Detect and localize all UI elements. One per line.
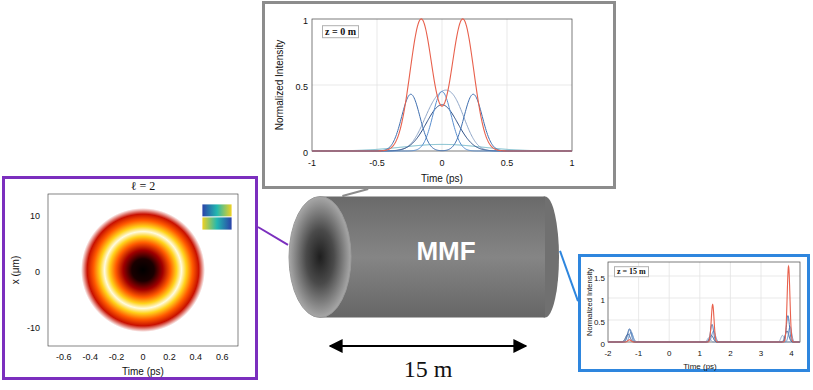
axis-label: -0.2 xyxy=(109,352,125,362)
pulse-curve xyxy=(312,105,572,151)
axis-label: -1 xyxy=(308,158,316,168)
axis-label: -1 xyxy=(635,349,642,358)
pulse-curve xyxy=(312,90,572,151)
axis-label: 10 xyxy=(30,211,40,221)
mode-image xyxy=(48,194,238,346)
pulse-curve xyxy=(312,144,572,151)
axis-label: Normalized Intensity xyxy=(274,40,285,131)
axis-label: 2 xyxy=(728,349,732,358)
axis-label: 0.2 xyxy=(163,352,176,362)
pulse-curve xyxy=(312,94,572,151)
length-arrow xyxy=(330,345,526,347)
pulse-curve xyxy=(608,330,800,342)
axis-label: 0 xyxy=(303,148,308,158)
axis-label: Normalized Intensity xyxy=(585,268,594,336)
leader-line xyxy=(258,227,288,245)
pulse-curve xyxy=(312,92,572,151)
axis-label: 0 xyxy=(439,158,444,168)
panel-title: MMF xyxy=(416,236,475,266)
axis-label: 1 xyxy=(601,296,605,305)
axis-label: 0.6 xyxy=(216,352,229,362)
axis-label: -10 xyxy=(27,323,40,333)
axis-label: 0 xyxy=(35,267,40,277)
axis-label: 0.4 xyxy=(190,352,203,362)
length-label: 15 m xyxy=(404,356,453,382)
panel-title: ℓ = 2 xyxy=(131,179,156,193)
panel-title: z = 15 m xyxy=(614,266,649,277)
mode-panel: ℓ = 2 x (μm) 10 0 -10 -0.6 -0.4 -0.2 0 0.2 0.4 0.6T… xyxy=(2,176,258,380)
axis-label: Time (ps) xyxy=(122,366,164,377)
axis-label: x (μm) xyxy=(10,256,21,285)
axis-label: 0.5 xyxy=(295,82,308,92)
axis-label: -0.6 xyxy=(56,352,72,362)
axis-label: Time (ps) xyxy=(421,173,463,184)
fiber-face xyxy=(289,197,351,318)
input-plot-panel: z = 0 mNormalized Intensity10.50-1-0.500… xyxy=(262,1,616,189)
axis-label: -0.4 xyxy=(82,352,98,362)
axis-label: 0.5 xyxy=(501,158,514,168)
pulse-curve xyxy=(608,327,800,342)
output-plot-axes xyxy=(608,262,800,342)
axis-label: -0.5 xyxy=(369,158,385,168)
axis-label: 1 xyxy=(698,349,702,358)
axis-label: 0 xyxy=(601,340,605,349)
pulse-curve xyxy=(608,331,800,342)
pulse-curve xyxy=(608,316,800,342)
input-plot-axes xyxy=(312,19,572,151)
fiber-body xyxy=(320,197,545,318)
axis-label: 4 xyxy=(789,349,793,358)
axis-label: Time (ps) xyxy=(683,362,716,371)
output-plot-panel: z = 15 mNormalized Intensity1.510.50-2-1… xyxy=(578,254,810,372)
axis-label: 0.5 xyxy=(594,318,605,327)
pulse-curve xyxy=(608,266,800,342)
axis-label: 1 xyxy=(569,158,574,168)
leader-line xyxy=(342,189,368,196)
axis-label: 0 xyxy=(140,352,145,362)
axis-label: 1 xyxy=(303,16,308,26)
pulse-curve xyxy=(312,19,572,151)
axis-label: 1.5 xyxy=(594,274,605,283)
fiber-cylinder: MMF xyxy=(288,196,560,318)
panel-title: z = 0 m xyxy=(322,25,359,38)
output-pulses xyxy=(608,266,800,342)
axis-label: 3 xyxy=(759,349,763,358)
axis-label: -2 xyxy=(604,349,611,358)
leader-line xyxy=(560,251,578,301)
input-pulses xyxy=(312,19,572,151)
axis-label: 0 xyxy=(667,349,671,358)
